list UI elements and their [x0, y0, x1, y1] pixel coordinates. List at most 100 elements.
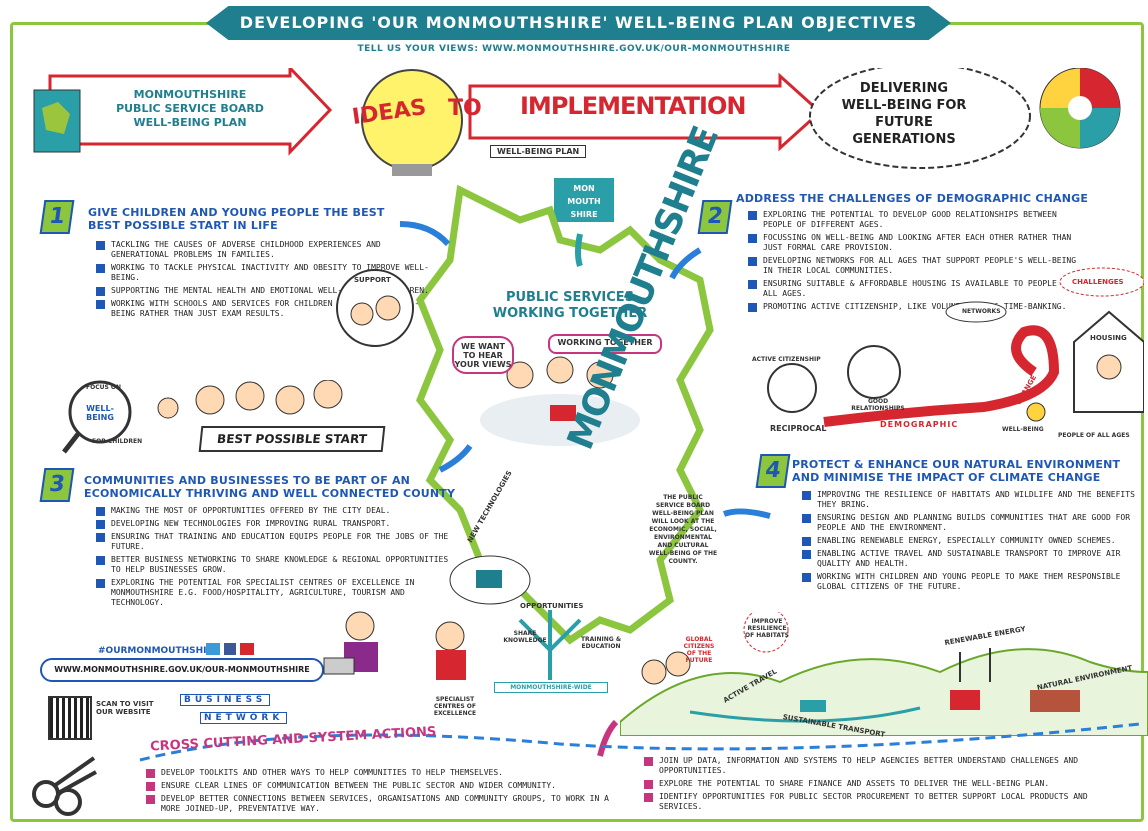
knowledge-arrow [518, 618, 552, 652]
list-item: BETTER BUSINESS NETWORKING TO SHARE KNOW… [96, 555, 456, 575]
list-item: JOIN UP DATA, INFORMATION AND SYSTEMS TO… [644, 756, 1134, 776]
wheel-segment [1040, 108, 1080, 148]
lightbulb-base-icon [392, 164, 432, 176]
list-item: DEVELOP TOOLKITS AND OTHER WAYS TO HELP … [146, 768, 626, 778]
list-item: EXPLORING THE POTENTIAL FOR SPECIALIST C… [96, 578, 456, 608]
facebook-icon[interactable] [224, 643, 236, 655]
bullet-square [748, 211, 757, 220]
demographic-label: DEMOGRAPHIC [880, 420, 959, 429]
objective-2-list: EXPLORING THE POTENTIAL TO DEVELOP GOOD … [748, 210, 1088, 315]
objective-3-list: MAKING THE MOST OF OPPORTUNITIES OFFERED… [96, 506, 456, 611]
challenges-burst [1059, 267, 1144, 297]
person-icon [435, 621, 465, 651]
list-item: IDENTIFY OPPORTUNITIES FOR PUBLIC SECTOR… [644, 792, 1134, 812]
list-item-text: DEVELOPING NEW TECHNOLOGIES FOR IMPROVIN… [111, 519, 391, 528]
bullet-square [96, 556, 105, 565]
list-item: WORKING WITH SCHOOLS AND SERVICES FOR CH… [96, 299, 436, 319]
bullet-square [748, 257, 757, 266]
to-label: TO [448, 96, 482, 121]
monmouthshire-logo: MON MOUTH SHIRE [554, 178, 614, 222]
magnifier-icon [68, 380, 132, 444]
list-item-text: ENABLING ACTIVE TRAVEL AND SUSTAINABLE T… [817, 549, 1121, 568]
tech-illustration [435, 555, 582, 680]
demographic-illustration [767, 267, 1144, 427]
objective-4-title: PROTECT & ENHANCE OUR NATURAL ENVIRONMEN… [792, 458, 1121, 484]
psb-label: MONMOUTHSHIRE PUBLIC SERVICE BOARD WELL-… [116, 88, 264, 129]
hills-shape [620, 648, 1148, 736]
list-item-text: DEVELOPING NETWORKS FOR ALL AGES THAT SU… [763, 256, 1077, 275]
bullet-square [748, 280, 757, 289]
hear-views-bubble: WE WANT TO HEAR YOUR VIEWS [452, 336, 514, 374]
support-circle [336, 269, 414, 347]
specialist-label: SPECIALIST CENTRES OF EXCELLENCE [433, 696, 477, 717]
list-item: EXPLORING THE POTENTIAL TO DEVELOP GOOD … [748, 210, 1088, 230]
person-icon [546, 356, 574, 384]
road-line [689, 706, 921, 723]
child-face-icon [350, 302, 374, 326]
bullet-square [644, 757, 653, 766]
qr-code-icon[interactable] [48, 696, 92, 740]
objective-1-title: GIVE CHILDREN AND YOUNG PEOPLE THE BEST … [88, 206, 385, 232]
list-item: IMPROVING THE RESILIENCE OF HABITATS AND… [802, 490, 1142, 510]
bus-icon [800, 700, 826, 712]
website-link[interactable]: WWW.MONMOUTHSHIRE.GOV.UK/OUR-MONMOUTHSHI… [40, 658, 324, 682]
improve-label: IMPROVE RESILIENCE OF HABITATS [745, 618, 789, 639]
well-being-label: WELL-BEING [86, 404, 114, 422]
map-mini-icon [42, 102, 70, 134]
support-label: SUPPORT [354, 276, 391, 284]
bullet-square [644, 793, 653, 802]
list-item-text: DEVELOP BETTER CONNECTIONS BETWEEN SERVI… [161, 794, 609, 813]
list-item-text: MAKING THE MOST OF OPPORTUNITIES OFFERED… [111, 506, 391, 515]
shirt-shape [436, 650, 466, 680]
list-item-text: ENABLING RENEWABLE ENERGY, ESPECIALLY CO… [817, 536, 1116, 545]
objective-4-list: IMPROVING THE RESILIENCE OF HABITATS AND… [802, 490, 1142, 595]
list-item-text: TACKLING THE CAUSES OF ADVERSE CHILDHOOD… [111, 240, 381, 259]
objective-2-number: 2 [697, 200, 733, 234]
views-url: TELL US YOUR VIEWS: WWW.MONMOUTHSHIRE.GO… [357, 44, 791, 54]
bullet-square [802, 537, 811, 546]
list-item: ENSURE CLEAR LINES OF COMMUNICATION BETW… [146, 781, 626, 791]
logo-line: SHIRE [570, 210, 598, 219]
good-relationships-label: GOOD RELATIONSHIPS [851, 398, 905, 412]
demographic-swirl [823, 325, 1060, 427]
person-icon [506, 361, 534, 389]
delivering-label: DELIVERING WELL-BEING FOR FUTURE GENERAT… [841, 81, 967, 147]
share-knowledge-label: SHARE KNOWLEDGE [503, 630, 547, 644]
page-title: DEVELOPING 'OUR MONMOUTHSHIRE' WELL-BEIN… [206, 6, 951, 40]
wellbeing-plan-tag: WELL-BEING PLAN [490, 145, 587, 158]
wheel-segment [1080, 68, 1120, 108]
mon-wide-label: MONMOUTHSHIRE-WIDE [494, 682, 608, 693]
list-item-text: ENSURING THAT TRAINING AND EDUCATION EQU… [111, 532, 449, 551]
global-citizens-label: GLOBAL CITIZENS OF THE FUTURE [683, 636, 715, 664]
child-face-icon [195, 385, 225, 415]
person-icon [1096, 354, 1122, 380]
list-item-text: ENSURING DESIGN AND PLANNING BUILDS COMM… [817, 513, 1131, 532]
list-item: TACKLING THE CAUSES OF ADVERSE CHILDHOOD… [96, 240, 436, 260]
list-item: EXPLORE THE POTENTIAL TO SHARE FINANCE A… [644, 779, 1134, 789]
laptop-icon [323, 657, 355, 675]
bullet-square [146, 769, 155, 778]
twitter-icon[interactable] [206, 643, 220, 655]
hashtag-label: #OURMONMOUTHSHIRE [98, 646, 220, 656]
list-item: SUPPORTING THE MENTAL HEALTH AND EMOTION… [96, 286, 436, 296]
county-map [416, 184, 714, 645]
list-item: MAKING THE MOST OF OPPORTUNITIES OFFERED… [96, 506, 456, 516]
list-item-text: EXPLORING THE POTENTIAL TO DEVELOP GOOD … [763, 210, 1057, 229]
opportunities-label: OPPORTUNITIES [520, 602, 584, 610]
county-note: THE PUBLIC SERVICE BOARD WELL-BEING PLAN… [648, 494, 718, 565]
adult-face-icon [375, 295, 401, 321]
cross-left-list: DEVELOP TOOLKITS AND OTHER WAYS TO HELP … [146, 768, 626, 817]
bullet-square [748, 303, 757, 312]
screen-icon [476, 570, 502, 588]
laptop-icon [550, 405, 576, 421]
youtube-icon[interactable] [240, 643, 254, 655]
objective-1-number: 1 [39, 200, 75, 234]
person-icon [641, 659, 667, 685]
scan-label: SCAN TO VISIT OUR WEBSITE [96, 700, 154, 716]
list-item-text: DEVELOP TOOLKITS AND OTHER WAYS TO HELP … [161, 768, 503, 777]
list-item: DEVELOPING NETWORKS FOR ALL AGES THAT SU… [748, 256, 1088, 276]
bullet-square [644, 780, 653, 789]
wellbeing-small-label: WELL-BEING [1002, 426, 1044, 433]
best-start-banner: BEST POSSIBLE START [198, 426, 386, 452]
bullet-square [146, 795, 155, 804]
